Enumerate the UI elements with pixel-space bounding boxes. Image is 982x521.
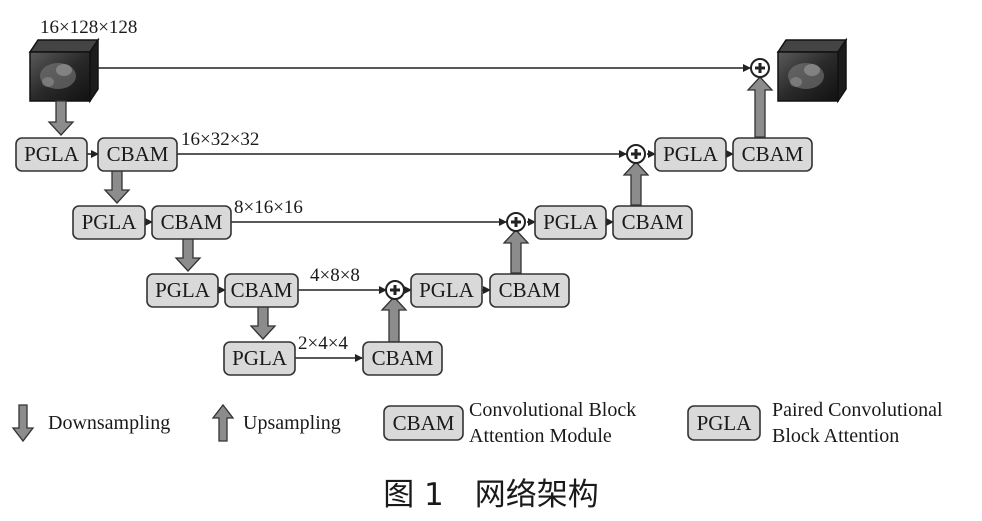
bottleneck-cbam-block: CBAM [362, 341, 443, 376]
legend-pgla-desc-line1: Paired Convolutional [772, 399, 943, 421]
legend-downsampling-arrow-icon [11, 404, 35, 443]
encoder-l1-cbam-block: CBAM [97, 137, 178, 172]
downsampling-arrow [103, 169, 131, 204]
input-dims-label: 16×128×128 [40, 17, 137, 38]
block-label: PGLA [232, 346, 288, 370]
legend-downsampling-label: Downsampling [48, 412, 170, 434]
upsampling-arrow [746, 76, 774, 138]
upsampling-arrow [622, 161, 650, 206]
downsampling-arrow [249, 305, 277, 340]
level3-dims-label: 4×8×8 [310, 265, 360, 286]
bottleneck-pgla-block: PGLA [223, 341, 296, 376]
downsampling-arrow [47, 100, 75, 136]
block-label: PGLA [697, 411, 753, 435]
encoder-l1-pgla-block: PGLA [15, 137, 88, 172]
block-label: CBAM [393, 411, 455, 435]
block-label: CBAM [161, 210, 223, 234]
level1-dims-label: 16×32×32 [181, 129, 259, 150]
input-volume [28, 37, 100, 104]
upsampling-arrow [502, 229, 530, 274]
upsampling-arrow [380, 296, 408, 343]
block-label: CBAM [622, 210, 684, 234]
block-label: PGLA [24, 142, 80, 166]
encoder-l2-cbam-block: CBAM [151, 205, 232, 240]
block-label: CBAM [499, 278, 561, 302]
bottleneck-dims-label: 2×4×4 [298, 333, 348, 354]
legend-upsampling-arrow-icon [211, 403, 235, 442]
level2-dims-label: 8×16×16 [234, 197, 303, 218]
plus-icon [385, 280, 405, 300]
block-label: CBAM [742, 142, 804, 166]
output-volume [776, 37, 848, 104]
encoder-l3-pgla-block: PGLA [146, 273, 219, 308]
decoder-l1-pgla-block: PGLA [654, 137, 727, 172]
legend-pgla-block: PGLA [687, 405, 761, 441]
block-label: PGLA [155, 278, 211, 302]
block-label: PGLA [663, 142, 719, 166]
block-label: CBAM [372, 346, 434, 370]
decoder-l2-cbam-block: CBAM [612, 205, 693, 240]
legend-pgla-desc-line2: Block Attention [772, 425, 899, 447]
block-label: CBAM [231, 278, 293, 302]
legend-upsampling-label: Upsampling [243, 412, 341, 434]
block-label: PGLA [419, 278, 475, 302]
block-label: PGLA [543, 210, 599, 234]
legend-cbam-block: CBAM [383, 405, 464, 441]
legend-cbam-desc-line1: Convolutional Block [469, 399, 636, 421]
plus-icon [750, 58, 770, 78]
decoder-l2-pgla-block: PGLA [534, 205, 607, 240]
encoder-l3-cbam-block: CBAM [224, 273, 299, 308]
legend: Downsampling Upsampling CBAM Convolution… [11, 399, 943, 447]
legend-cbam-desc-line2: Attention Module [469, 425, 612, 447]
figure-caption: 图 1 网络架构 [383, 477, 599, 513]
encoder-l2-pgla-block: PGLA [72, 205, 146, 240]
downsampling-arrow [174, 237, 202, 272]
block-label: PGLA [82, 210, 138, 234]
plus-icon [506, 212, 526, 232]
decoder-l1-cbam-block: CBAM [732, 137, 813, 172]
block-label: CBAM [107, 142, 169, 166]
decoder-l3-pgla-block: PGLA [410, 273, 483, 308]
decoder-l3-cbam-block: CBAM [489, 273, 570, 308]
plus-icon [626, 144, 646, 164]
